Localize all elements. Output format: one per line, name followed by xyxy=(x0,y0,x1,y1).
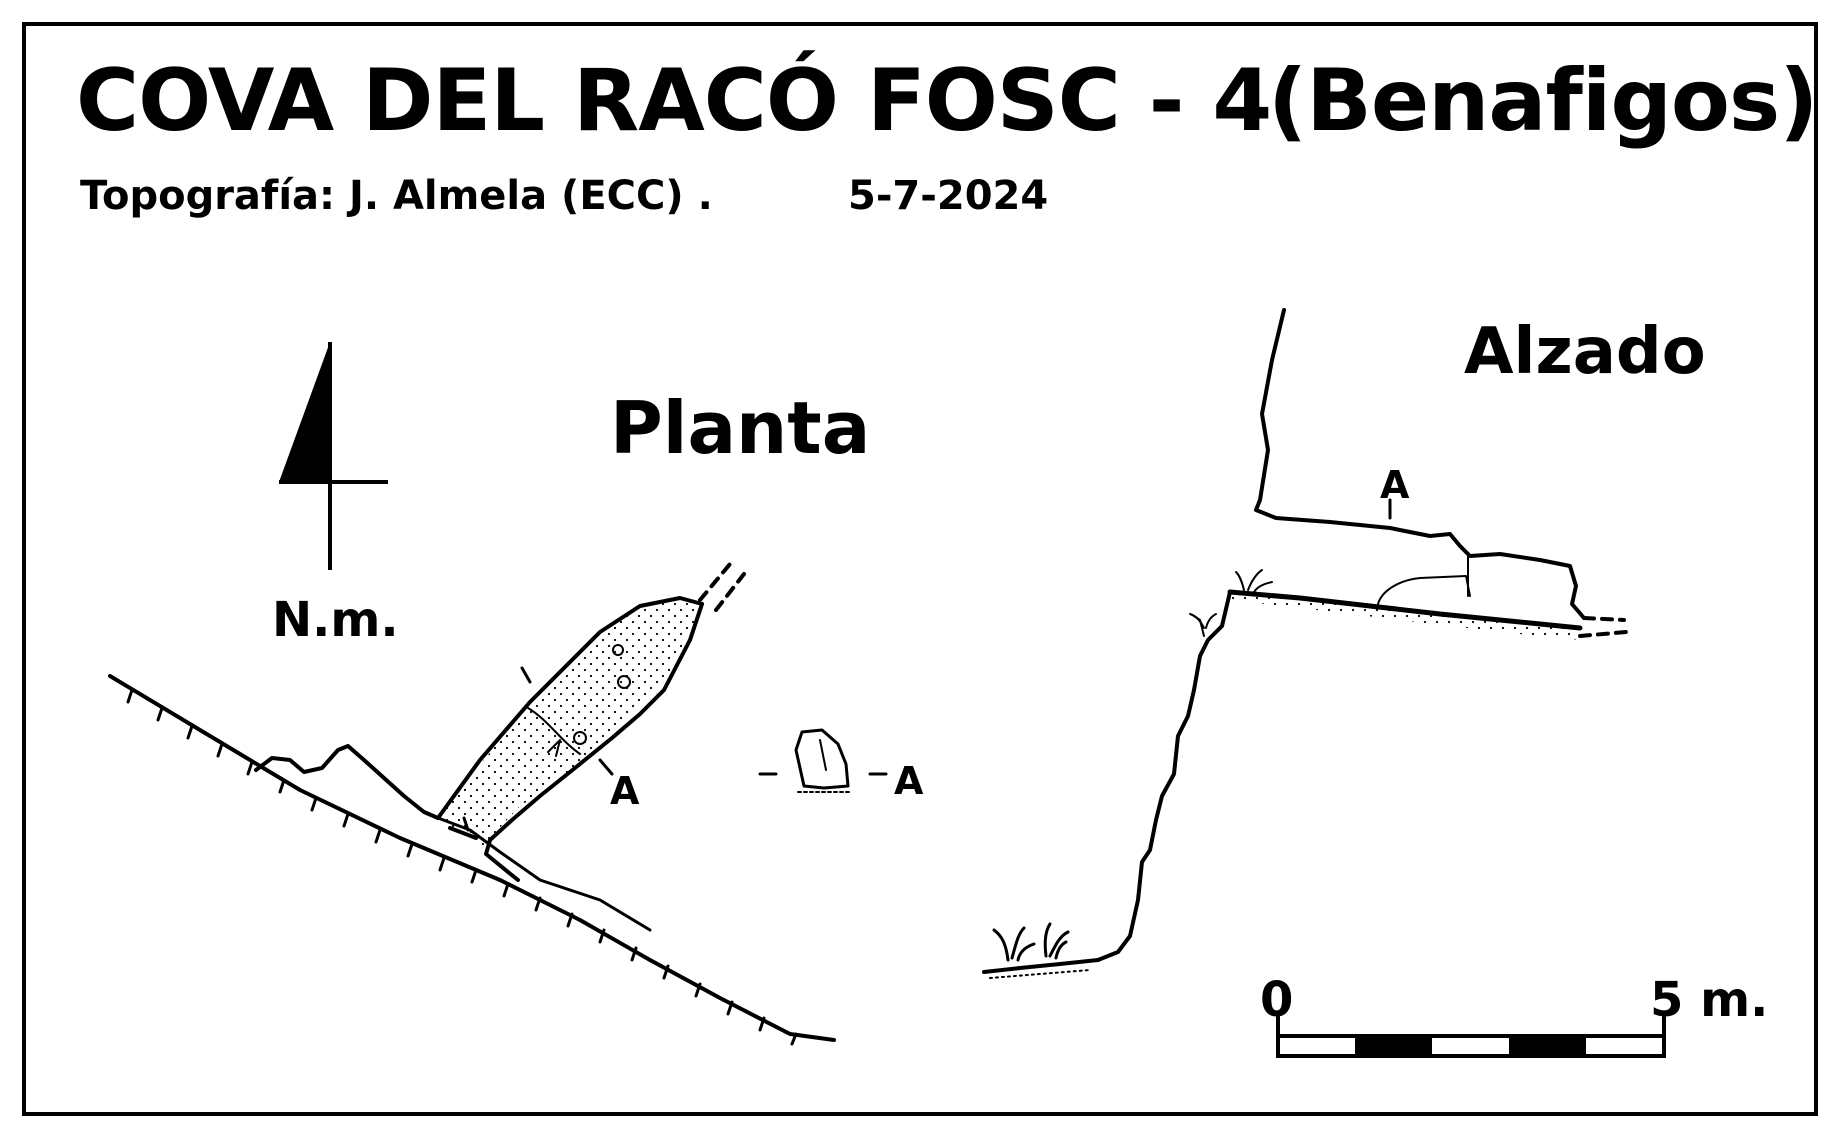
block-icon xyxy=(573,731,587,745)
ground-dots xyxy=(989,969,1091,979)
cave-floor xyxy=(1227,589,1583,631)
cave-passage-fill xyxy=(438,598,702,850)
scale-end-label: 5 m. xyxy=(1650,972,1769,1028)
block-icon xyxy=(612,644,624,656)
north-arrow-icon xyxy=(279,342,388,570)
elevation-view-drawing xyxy=(982,308,1628,979)
map-frame xyxy=(22,22,1818,1116)
slope-arrow xyxy=(547,739,561,757)
cave-floor-fill xyxy=(1232,592,1580,640)
passage-mark xyxy=(520,666,532,684)
north-label: N.m. xyxy=(272,592,399,648)
scale-segment-filled xyxy=(1509,1036,1586,1056)
rock-outline xyxy=(254,744,440,820)
scale-segment-filled xyxy=(1355,1036,1432,1056)
section-line-plan xyxy=(598,758,614,776)
hillside-contour xyxy=(108,674,836,1042)
block-icon xyxy=(617,675,631,689)
ground-line xyxy=(982,958,1100,974)
cave-ceiling-continuation xyxy=(1582,616,1626,622)
entrance-drip-line xyxy=(448,826,478,840)
plan-view-label: Planta xyxy=(610,386,871,470)
cave-title: COVA DEL RACÓ FOSC - 4 xyxy=(76,51,1272,151)
grass-icon xyxy=(1189,569,1273,629)
cave-passage-wall-west xyxy=(436,596,704,820)
passage-step xyxy=(527,707,581,755)
cave-floor-continuation xyxy=(1578,630,1628,638)
elevation-section-marker-label: A xyxy=(1380,463,1410,507)
interior-boulder xyxy=(1377,575,1471,605)
cave-location: (Benafigos) xyxy=(1268,51,1818,151)
lower-cliff-outline xyxy=(1096,590,1232,962)
cross-section-crack xyxy=(819,739,827,771)
scale-bar xyxy=(1276,1016,1666,1058)
plan-section-marker-label: A xyxy=(610,769,640,813)
plan-view-drawing xyxy=(108,562,888,1046)
upper-cliff-outline xyxy=(1254,308,1586,620)
entrance-drip-tick xyxy=(462,816,470,832)
survey-date: 5-7-2024 xyxy=(848,173,1049,219)
slope-hatch-ticks xyxy=(126,688,798,1046)
survey-credit: Topografía: J. Almela (ECC) . xyxy=(80,173,713,219)
cross-section-outline xyxy=(794,728,850,790)
cross-section-marker-label: A xyxy=(894,759,924,803)
grass-icon xyxy=(992,922,1070,962)
elevation-view-label: Alzado xyxy=(1464,315,1706,389)
cave-passage-wall-east xyxy=(484,602,704,882)
cave-passage-continuation xyxy=(698,562,746,612)
